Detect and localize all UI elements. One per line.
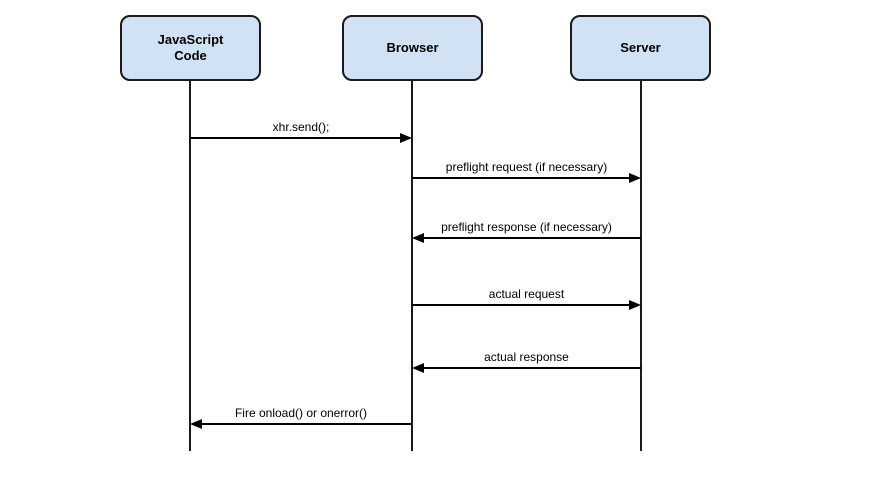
actor-label-javascript-code: JavaScript Code: [157, 32, 224, 63]
arrowhead-left-icon: [190, 419, 202, 429]
lifeline-browser: [411, 81, 413, 451]
arrowhead-right-icon: [629, 300, 641, 310]
message-line: [422, 367, 641, 369]
actor-label-browser: Browser: [386, 40, 439, 55]
lifeline-server: [640, 81, 642, 451]
message-line: [412, 304, 631, 306]
actor-label-server: Server: [620, 40, 661, 55]
lifeline-javascript-code: [189, 81, 191, 451]
arrowhead-left-icon: [412, 363, 424, 373]
arrowhead-right-icon: [400, 133, 412, 143]
message-line: [422, 237, 641, 239]
arrowhead-left-icon: [412, 233, 424, 243]
actor-box-server: Server: [570, 15, 711, 81]
arrowhead-right-icon: [629, 173, 641, 183]
message-line: [412, 177, 631, 179]
message-label-actual-response: actual response: [484, 350, 569, 364]
message-label-xhr-send: xhr.send();: [272, 120, 330, 134]
message-line: [190, 137, 402, 139]
actor-box-browser: Browser: [342, 15, 483, 81]
message-label-fire-onload-onerror: Fire onload() or onerror(): [234, 406, 368, 420]
message-label-preflight-response: preflight response (if necessary): [441, 220, 612, 234]
message-line: [200, 423, 412, 425]
actor-box-javascript-code: JavaScript Code: [120, 15, 261, 81]
message-label-preflight-request: preflight request (if necessary): [445, 160, 608, 174]
message-label-actual-request: actual request: [488, 287, 565, 301]
